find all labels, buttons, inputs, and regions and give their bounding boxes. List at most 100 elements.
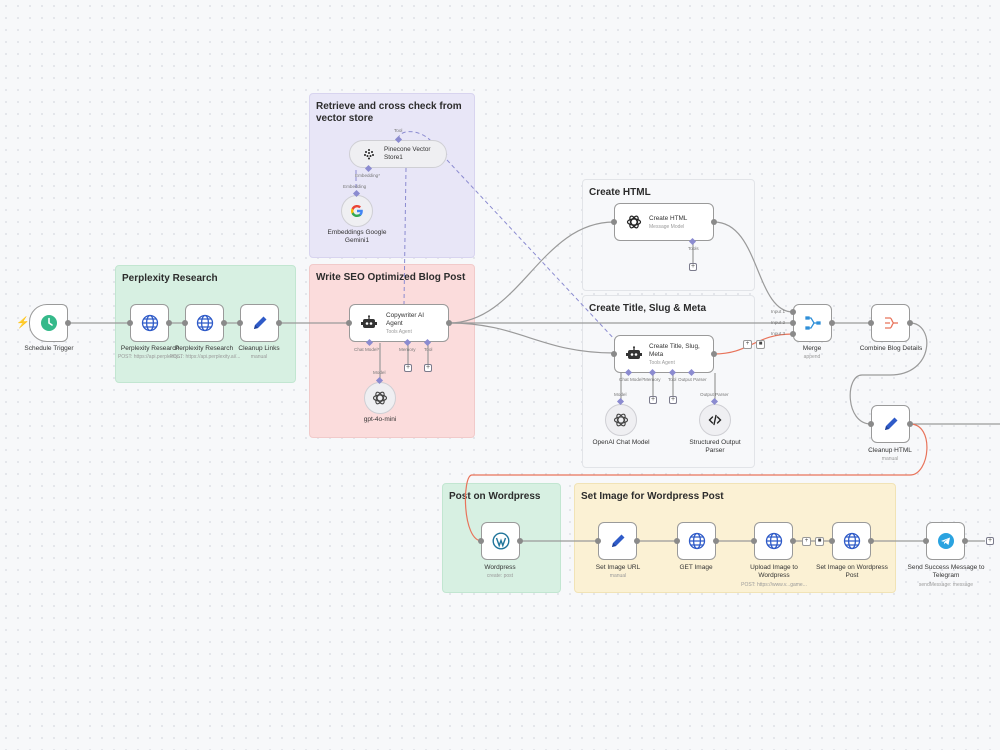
schedule-trigger-node[interactable] [29, 304, 68, 342]
output-handle[interactable] [221, 320, 227, 326]
openai-icon [612, 411, 630, 429]
cleanup-links-node[interactable] [240, 304, 279, 342]
output-handle[interactable] [907, 421, 913, 427]
output-handle[interactable] [446, 320, 452, 326]
create-html-tools-label: Tools [688, 246, 699, 251]
group-vector-store-title: Retrieve and cross check from vector sto… [316, 101, 462, 124]
input-handle[interactable] [751, 538, 757, 544]
add-node-button[interactable]: + [743, 340, 752, 349]
input-handle[interactable] [868, 421, 874, 427]
delete-connection-button[interactable]: ■ [756, 340, 765, 349]
perplexity-research-node-1[interactable] [130, 304, 169, 342]
input-handle[interactable] [790, 331, 796, 337]
create-title-memory-label: Memory [644, 377, 661, 382]
set-image-url-label: Set Image URL [595, 564, 641, 571]
output-handle[interactable] [907, 320, 913, 326]
input-handle[interactable] [478, 538, 484, 544]
robot-icon [360, 314, 378, 332]
output-handle[interactable] [276, 320, 282, 326]
schedule-trigger-label: Schedule Trigger [24, 345, 74, 352]
copywriter-add-tool-button[interactable]: + [424, 364, 432, 372]
pencil-icon [882, 415, 900, 433]
add-next-node-button[interactable]: + [986, 537, 994, 545]
output-handle[interactable] [868, 538, 874, 544]
create-html-title: Create HTML [649, 214, 688, 222]
set-image-on-wordpress-node[interactable] [832, 522, 871, 560]
add-node-button[interactable]: + [802, 537, 811, 546]
pinecone-icon [360, 145, 378, 163]
output-handle[interactable] [713, 538, 719, 544]
input-handle[interactable] [237, 320, 243, 326]
create-title-add-memory-button[interactable]: + [649, 396, 657, 404]
telegram-label: Send Success Message to Telegram [907, 564, 985, 579]
openai-chat-model-node[interactable] [605, 404, 637, 436]
wordpress-node[interactable] [481, 522, 520, 560]
upload-image-sub: POST: https://www.v...game... [741, 582, 807, 588]
get-image-node[interactable] [677, 522, 716, 560]
create-title-add-tool-button[interactable]: + [669, 396, 677, 404]
cleanup-html-node[interactable] [871, 405, 910, 443]
set-image-url-node[interactable] [598, 522, 637, 560]
input-handle[interactable] [611, 219, 617, 225]
openai-model-port-label: Model [614, 392, 627, 397]
wordpress-sub: create: post [486, 573, 514, 579]
globe-icon [141, 314, 159, 332]
create-title-slug-meta-node[interactable]: Create Title, Slug, Meta Tools Agent [614, 335, 714, 373]
input-handle[interactable] [790, 309, 796, 315]
merge-input-2-label: Input 2 [771, 320, 786, 325]
output-handle[interactable] [711, 351, 717, 357]
create-html-node[interactable]: Create HTML Message Model [614, 203, 714, 241]
perplexity-research-node-2[interactable] [185, 304, 224, 342]
copywriter-ai-agent-node[interactable]: Copywriter AI Agent Tools Agent [349, 304, 449, 342]
embeddings-google-gemini-node[interactable] [341, 195, 373, 227]
create-title-sub: Tools Agent [649, 359, 675, 366]
upload-image-node[interactable] [754, 522, 793, 560]
openai-icon [625, 213, 643, 231]
input-handle[interactable] [182, 320, 188, 326]
input-handle[interactable] [868, 320, 874, 326]
group-seo-title: Write SEO Optimized Blog Post [316, 272, 466, 283]
output-handle[interactable] [634, 538, 640, 544]
cleanup-html-label: Cleanup HTML [868, 447, 912, 454]
input-handle[interactable] [346, 320, 352, 326]
pinecone-vector-store-node[interactable]: Pinecone Vector Store1 [349, 140, 447, 168]
pinecone-title: Pinecone Vector Store1 [384, 146, 431, 161]
input-handle[interactable] [611, 351, 617, 357]
merge-input-3-label: Input 3 [771, 331, 786, 336]
input-handle[interactable] [923, 538, 929, 544]
input-handle[interactable] [674, 538, 680, 544]
output-handle[interactable] [517, 538, 523, 544]
set-image-url-sub: manual [609, 573, 627, 579]
merge-node[interactable] [793, 304, 832, 342]
telegram-node[interactable] [926, 522, 965, 560]
output-handle[interactable] [711, 219, 717, 225]
input-handle[interactable] [595, 538, 601, 544]
input-handle[interactable] [127, 320, 133, 326]
perplexity-research-2-label: Perplexity Research [174, 345, 234, 352]
output-handle[interactable] [790, 538, 796, 544]
telegram-sub: sendMessage: message [918, 582, 974, 588]
merge-input-1-label: Input 1 [771, 309, 786, 314]
globe-icon [843, 532, 861, 550]
group-seo-blog[interactable]: Write SEO Optimized Blog Post [309, 264, 475, 438]
cleanup-links-sub: manual [250, 354, 268, 360]
output-handle[interactable] [65, 320, 71, 326]
delete-connection-button[interactable]: ■ [815, 537, 824, 546]
output-handle[interactable] [166, 320, 172, 326]
input-handle[interactable] [829, 538, 835, 544]
globe-icon [196, 314, 214, 332]
output-handle[interactable] [829, 320, 835, 326]
input-handle[interactable] [790, 320, 796, 326]
create-html-add-tool-button[interactable]: + [689, 263, 697, 271]
wordpress-icon [491, 532, 510, 550]
structured-output-parser-node[interactable] [699, 404, 731, 436]
copywriter-title: Copywriter AI Agent [386, 311, 425, 327]
combine-blog-details-node[interactable] [871, 304, 910, 342]
aggregate-icon [882, 314, 900, 332]
robot-icon [625, 345, 643, 363]
structured-output-parser-label: Structured Output Parser [689, 439, 741, 454]
gpt-4o-mini-node[interactable] [364, 382, 396, 414]
copywriter-add-memory-button[interactable]: + [404, 364, 412, 372]
output-handle[interactable] [962, 538, 968, 544]
